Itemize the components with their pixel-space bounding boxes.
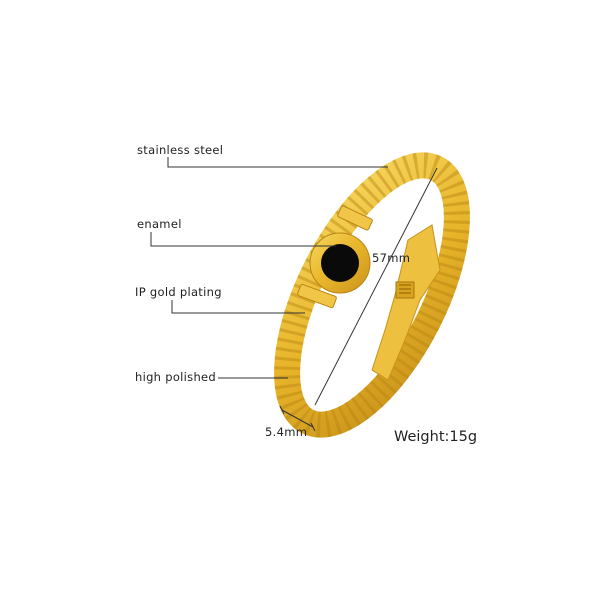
enamel-disc [309,232,371,294]
label-enamel: enamel [137,217,182,231]
label-high-polished: high polished [135,370,217,384]
stainless-steel-leader [167,157,388,168]
enamel-leader [150,232,336,247]
love-bar-bottom [297,283,337,309]
hinge-clasp [371,224,441,381]
ip-gold-plating-leader [171,300,305,314]
label-stainless-steel: stainless steel [137,143,224,157]
weight-label: Weight:15g [394,429,478,445]
label-ip-gold-plating: IP gold plating [135,285,222,299]
width-label: 5.4mm [265,425,308,439]
diameter-label: 57mm [372,251,411,265]
width-dimension-line [281,409,314,428]
love-bar-top [337,205,373,231]
diameter-line [314,167,438,406]
